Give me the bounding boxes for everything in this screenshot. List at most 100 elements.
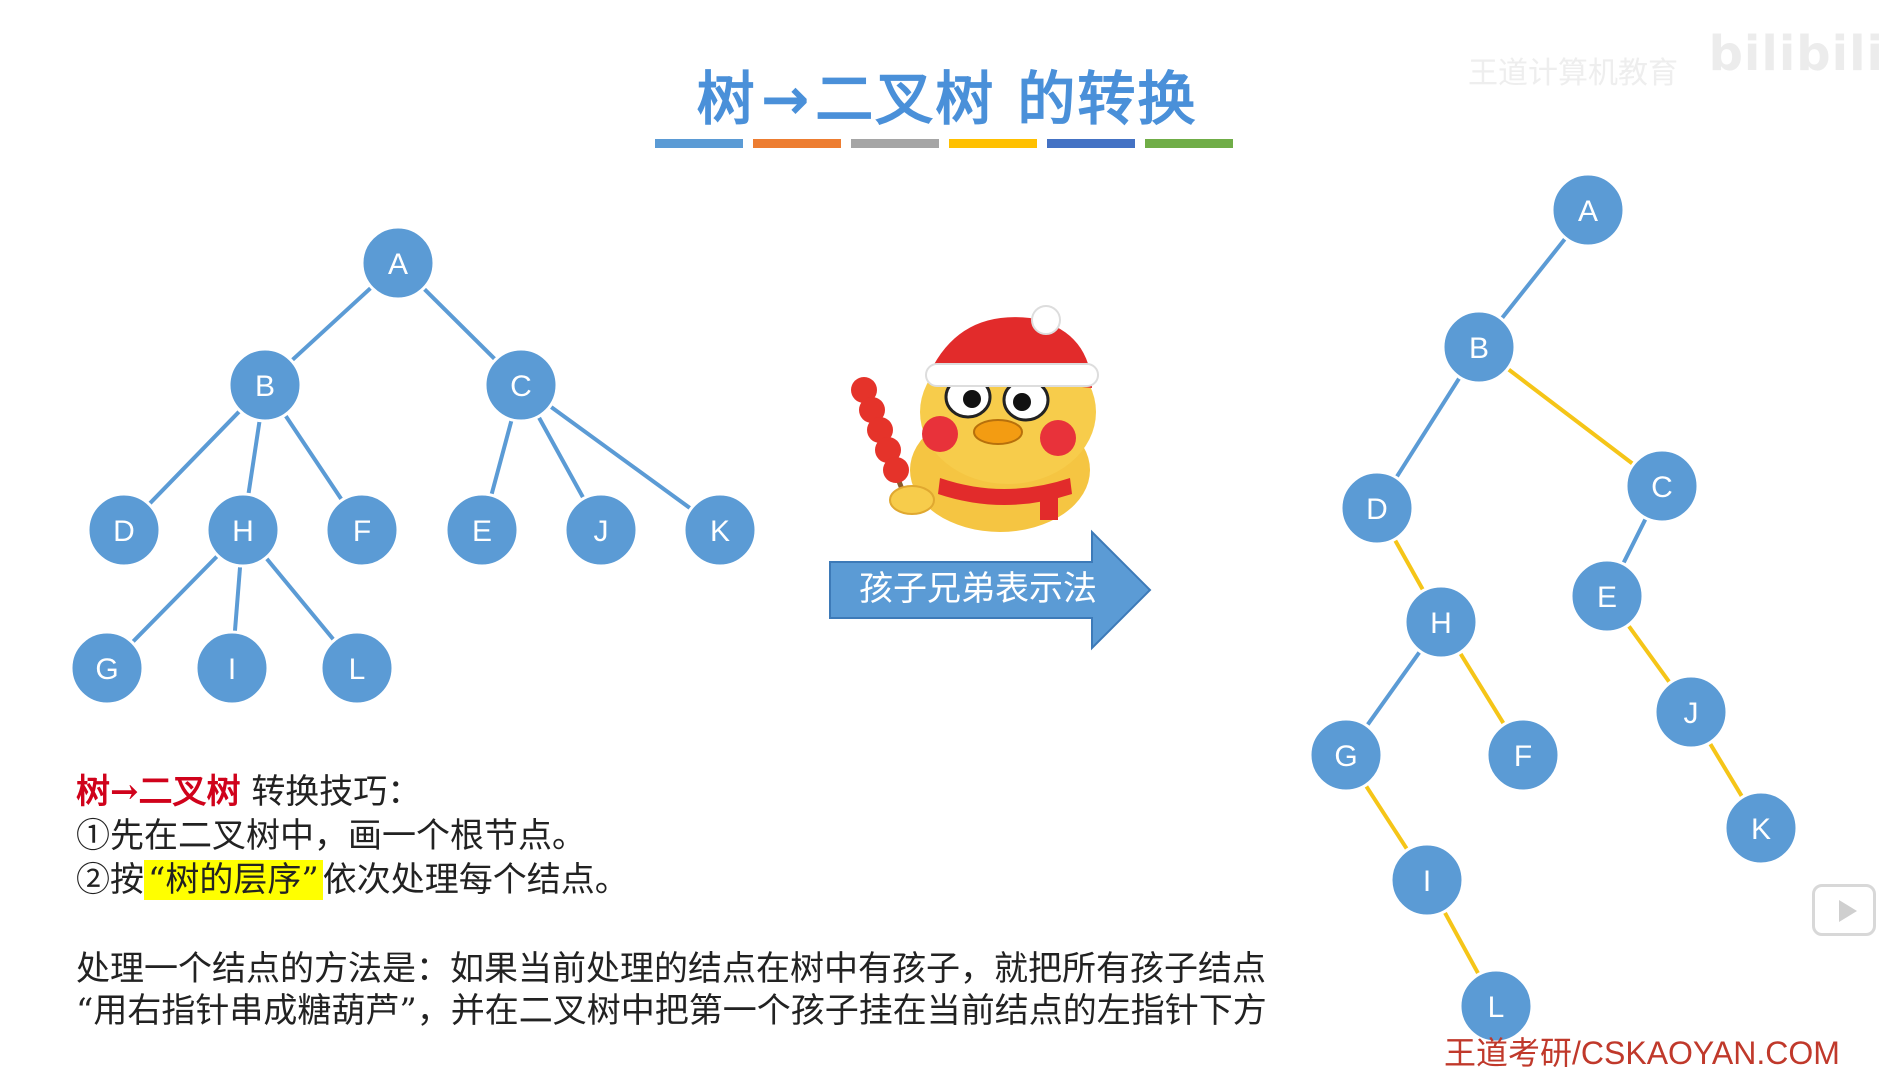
- tree-node-label: E: [472, 515, 492, 548]
- method-line-2: “用右指针串成糖葫芦”，并在二叉树中把第一个孩子挂在当前结点的左指针下方: [76, 991, 1267, 1031]
- tips-step-2-prefix: ②按: [76, 860, 144, 900]
- binary-tree-node-j: J: [1653, 674, 1729, 750]
- binary-tree-node-label: D: [1366, 493, 1388, 526]
- binary-tree-node-circle: [1339, 470, 1415, 546]
- tips-step-2-suffix: 依次处理每个结点。: [322, 860, 629, 900]
- tree-node-circle: [444, 492, 520, 568]
- tree-node-label: F: [353, 515, 371, 548]
- tree-node-label: K: [710, 515, 730, 548]
- duck-mascot-icon: [851, 305, 1099, 532]
- binary-tree-edge-b-c: [1506, 367, 1635, 466]
- play-button[interactable]: [1812, 884, 1876, 936]
- binary-tree-node-k: K: [1723, 790, 1799, 866]
- tips-step-2: ②按“树的层序”依次处理每个结点。: [76, 858, 629, 902]
- binary-tree-node-label: A: [1578, 195, 1598, 228]
- tree-edge-h-i: [232, 565, 243, 633]
- binary-tree-node-label: H: [1430, 607, 1452, 640]
- binary-tree-node-circle: [1550, 172, 1626, 248]
- binary-tree-node-g: G: [1308, 717, 1384, 793]
- tree-node-circle: [360, 225, 436, 301]
- tips-heading: 树→二叉树 转换技巧：: [76, 770, 629, 814]
- slide-title: 树→二叉树的转换: [0, 52, 1894, 136]
- binary-tree-node-d: D: [1339, 470, 1415, 546]
- tree-edges: [130, 285, 693, 644]
- title-color-bar: [1047, 139, 1135, 148]
- tree-node-label: A: [388, 248, 408, 281]
- binary-tree-edge-d-h: [1392, 538, 1426, 592]
- conversion-tips: 树→二叉树 转换技巧： ①先在二叉树中，画一个根节点。 ②按“树的层序”依次处理…: [76, 770, 629, 902]
- binary-tree-node-circle: [1458, 968, 1534, 1044]
- tree-node-f: F: [324, 492, 400, 568]
- tree-node-k: K: [682, 492, 758, 568]
- binary-tree-node-b: B: [1441, 309, 1517, 385]
- title-arrow: →: [760, 65, 812, 133]
- binary-tree-node-circle: [1403, 584, 1479, 660]
- tree-edge-c-e: [489, 419, 514, 496]
- tree-node-label: I: [228, 653, 236, 686]
- tree-node-label: G: [95, 653, 118, 686]
- binary-tree-edge-g-i: [1363, 784, 1410, 851]
- tree-edge-a-c: [422, 286, 497, 362]
- binary-tree-edge-j-k: [1707, 741, 1745, 799]
- tips-heading-red: 树→二叉树: [76, 772, 241, 812]
- tree-node-circle: [324, 492, 400, 568]
- tree-node-circle: [69, 630, 145, 706]
- binary-tree-node-label: K: [1751, 813, 1771, 846]
- binary-tree-node-circle: [1624, 448, 1700, 524]
- binary-tree-edge-h-f: [1458, 651, 1506, 726]
- tips-heading-rest: 转换技巧：: [251, 772, 422, 812]
- title-binary-tree: 二叉树: [815, 65, 996, 133]
- tree-nodes: A B C D H F E J K G I L: [69, 225, 758, 706]
- binary-tree-edge-c-e: [1621, 517, 1648, 565]
- binary-tree-node-label: C: [1651, 471, 1673, 504]
- tree-node-c: C: [483, 347, 559, 423]
- binary-tree-node-label: L: [1488, 991, 1505, 1024]
- binary-tree-node-circle: [1653, 674, 1729, 750]
- binary-tree-node-circle: [1389, 842, 1465, 918]
- tree-edge-b-d: [147, 409, 242, 506]
- tree-node-e: E: [444, 492, 520, 568]
- play-icon: [1839, 900, 1857, 922]
- tree-node-l: L: [319, 630, 395, 706]
- binary-tree-node-circle: [1485, 717, 1561, 793]
- binary-tree-edge-e-j: [1626, 623, 1672, 685]
- binary-tree-node-circle: [1308, 717, 1384, 793]
- method-line-1: 处理一个结点的方法是：如果当前处理的结点在树中有孩子，就把所有孩子结点: [76, 949, 1266, 989]
- binary-tree-node-h: H: [1403, 584, 1479, 660]
- tips-step-2-highlight: “树的层序”: [144, 860, 323, 900]
- binary-tree-edge-i-l: [1442, 910, 1481, 976]
- binary-tree-node-c: C: [1624, 448, 1700, 524]
- title-color-bar: [851, 139, 939, 148]
- tree-node-circle: [563, 492, 639, 568]
- tree-node-b: B: [227, 347, 303, 423]
- tree-node-label: H: [232, 515, 254, 548]
- title-color-bar: [753, 139, 841, 148]
- title-color-bar: [655, 139, 743, 148]
- conversion-arrow: 孩子兄弟表示法: [829, 529, 1152, 651]
- tree-node-d: D: [86, 492, 162, 568]
- tree-node-label: B: [255, 370, 275, 403]
- binary-tree-edge-b-d: [1394, 376, 1462, 479]
- tree-node-circle: [86, 492, 162, 568]
- bilibili-watermark: bilibili: [1708, 26, 1884, 82]
- tree-node-label: J: [594, 515, 609, 548]
- binary-tree-node-l: L: [1458, 968, 1534, 1044]
- tanghulu-icon: [851, 377, 909, 483]
- tree-edge-c-j: [536, 415, 586, 500]
- footer-brand: 王道考研/CSKAOYAN.COM: [1444, 1035, 1840, 1071]
- binary-tree-node-circle: [1441, 309, 1517, 385]
- tree-node-circle: [319, 630, 395, 706]
- tree-edge-c-k: [548, 404, 693, 511]
- tree-node-label: C: [510, 370, 532, 403]
- binary-tree-node-a: A: [1550, 172, 1626, 248]
- conversion-arrow-label: 孩子兄弟表示法: [859, 569, 1097, 609]
- tree-node-label: D: [113, 515, 135, 548]
- tree-node-circle: [227, 347, 303, 423]
- binary-tree-node-label: G: [1334, 740, 1357, 773]
- tips-step-1: ①先在二叉树中，画一个根节点。: [76, 816, 586, 856]
- title-conversion: 的转换: [1017, 65, 1198, 133]
- method-description: 处理一个结点的方法是：如果当前处理的结点在树中有孩子，就把所有孩子结点 “用右指…: [76, 948, 1267, 1032]
- tree-node-circle: [682, 492, 758, 568]
